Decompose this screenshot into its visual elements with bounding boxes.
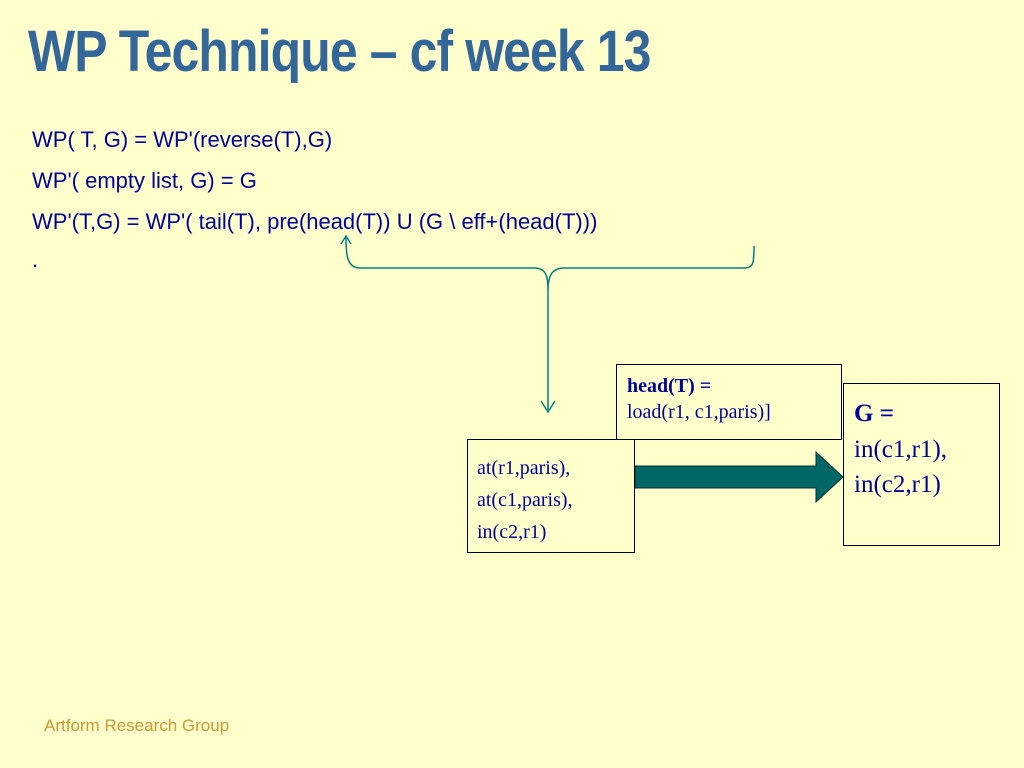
formula-line-1: WP( T, G) = WP'(reverse(T),G)	[32, 127, 333, 152]
formula-line-3: WP'(T,G) = WP'( tail(T), pre(head(T)) U …	[32, 209, 598, 234]
brace-tip-arrowhead	[340, 234, 352, 245]
brace-arrowhead	[540, 400, 556, 414]
transition-arrow	[634, 450, 844, 504]
goal-item: in(c1,r1),	[854, 435, 948, 463]
head-label: head(T) =	[627, 375, 712, 397]
goal-item: in(c2,r1)	[854, 471, 941, 498]
state-item: at(r1,paris),	[477, 457, 571, 479]
footer-text: Artform Research Group	[44, 716, 230, 735]
head-action-box: head(T) = load(r1, c1,paris)]	[616, 364, 842, 440]
state-item: in(c2,r1)	[477, 521, 547, 543]
head-value: load(r1, c1,paris)]	[627, 401, 771, 423]
goal-box: G = in(c1,r1), in(c2,r1)	[843, 383, 1000, 546]
slide-title: WP Technique – cf week 13	[28, 19, 651, 84]
state-box: at(r1,paris), at(c1,paris), in(c2,r1)	[467, 439, 635, 553]
goal-label: G =	[854, 400, 894, 427]
formula-line-4: .	[32, 247, 39, 272]
formula-line-2: WP'( empty list, G) = G	[32, 168, 257, 193]
state-item: at(c1,paris),	[477, 489, 573, 511]
brace-connector	[345, 237, 755, 410]
